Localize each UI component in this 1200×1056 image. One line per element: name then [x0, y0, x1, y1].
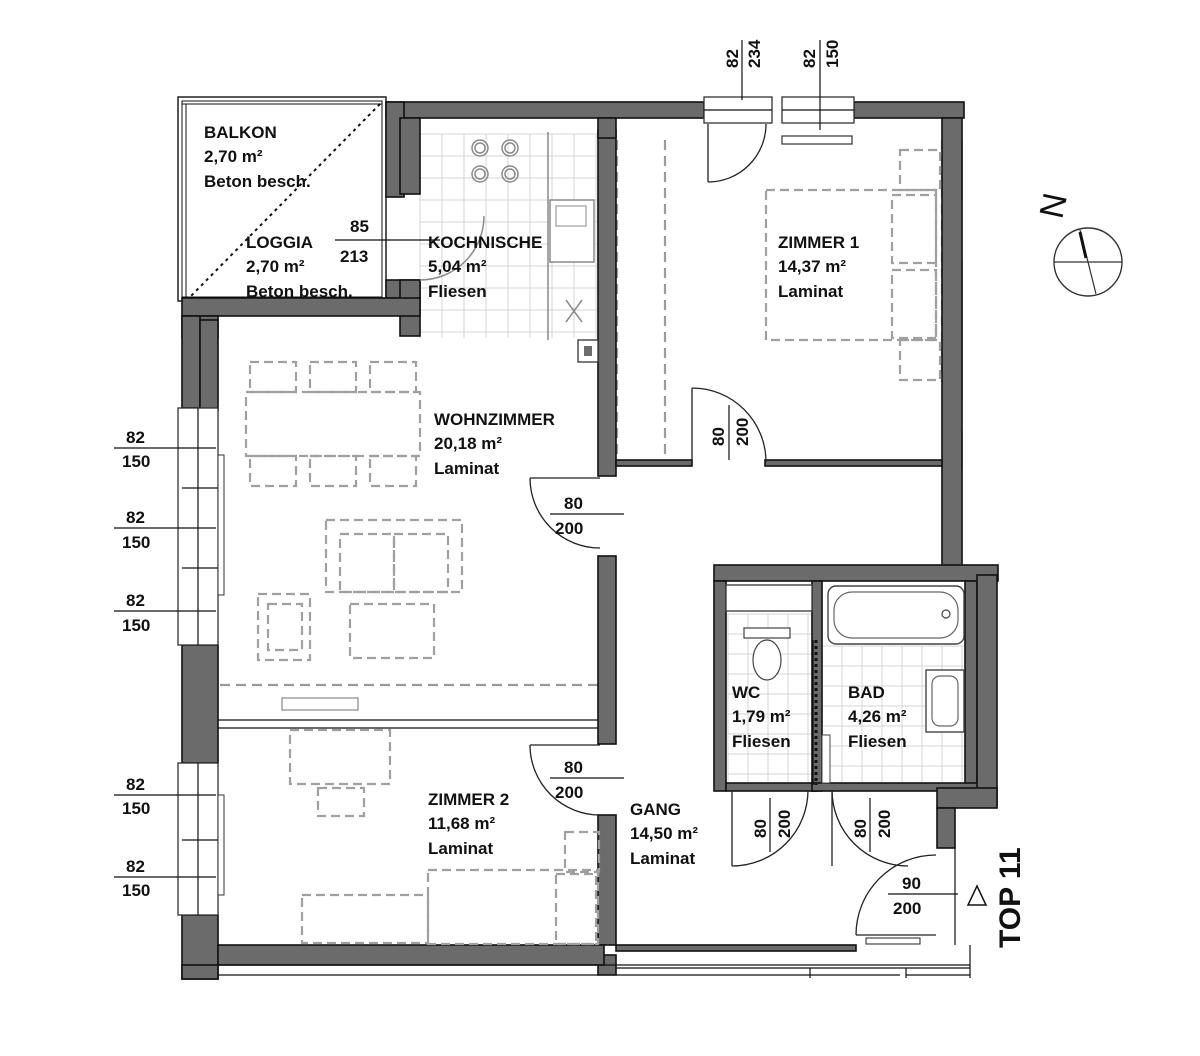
- dim-loggia-door: 85 213: [335, 217, 440, 266]
- unit-label: TOP 11: [994, 847, 1027, 948]
- svg-text:Laminat: Laminat: [434, 459, 500, 478]
- svg-text:80: 80: [851, 819, 870, 838]
- svg-text:82: 82: [126, 591, 145, 610]
- svg-text:Fliesen: Fliesen: [848, 732, 907, 751]
- svg-text:Fliesen: Fliesen: [428, 282, 487, 301]
- dim-west-window-5: 82 150: [114, 857, 216, 900]
- svg-text:20,18 m²: 20,18 m²: [434, 434, 502, 453]
- svg-text:14,50 m²: 14,50 m²: [630, 824, 698, 843]
- svg-text:200: 200: [555, 783, 583, 802]
- room-labels: BALKON 2,70 m² Beton besch. LOGGIA 2,70 …: [204, 123, 907, 868]
- svg-text:82: 82: [800, 49, 819, 68]
- svg-text:82: 82: [126, 508, 145, 527]
- svg-text:Fliesen: Fliesen: [732, 732, 791, 751]
- dim-top-window-1: 82 234: [723, 39, 764, 100]
- svg-text:ZIMMER 1: ZIMMER 1: [778, 233, 859, 252]
- svg-text:150: 150: [122, 533, 150, 552]
- svg-text:200: 200: [875, 810, 894, 838]
- room-kochnische: KOCHNISCHE 5,04 m² Fliesen: [428, 233, 542, 301]
- svg-text:82: 82: [126, 857, 145, 876]
- svg-text:200: 200: [893, 899, 921, 918]
- svg-text:KOCHNISCHE: KOCHNISCHE: [428, 233, 542, 252]
- dimension-labels: 82 234 82 150 85 213 82 150 82 150 82 1: [114, 39, 958, 918]
- svg-text:82: 82: [126, 775, 145, 794]
- svg-text:1,79 m²: 1,79 m²: [732, 707, 791, 726]
- dim-door-entry: 90 200: [888, 874, 958, 918]
- svg-text:ZIMMER 2: ZIMMER 2: [428, 790, 509, 809]
- room-loggia: LOGGIA 2,70 m² Beton besch.: [246, 233, 353, 301]
- svg-text:80: 80: [564, 494, 583, 513]
- svg-text:LOGGIA: LOGGIA: [246, 233, 313, 252]
- north-label: N: [1033, 190, 1075, 222]
- room-wohnzimmer: WOHNZIMMER 20,18 m² Laminat: [434, 410, 555, 478]
- svg-text:Laminat: Laminat: [630, 849, 696, 868]
- svg-text:2,70 m²: 2,70 m²: [246, 257, 305, 276]
- svg-text:Beton besch.: Beton besch.: [246, 282, 353, 301]
- svg-text:GANG: GANG: [630, 800, 681, 819]
- furniture: [244, 148, 942, 946]
- svg-text:150: 150: [122, 452, 150, 471]
- dim-west-window-1: 82 150: [114, 428, 216, 471]
- svg-text:200: 200: [775, 810, 794, 838]
- dim-top-window-2: 82 150: [800, 40, 842, 130]
- svg-text:Laminat: Laminat: [428, 839, 494, 858]
- svg-text:80: 80: [709, 427, 728, 446]
- balcony: [177, 96, 387, 302]
- doors: [419, 123, 937, 945]
- dim-door-zimmer2: 80 200: [550, 758, 624, 802]
- kitchen-fixtures: [471, 132, 599, 363]
- svg-text:BAD: BAD: [848, 683, 885, 702]
- svg-text:4,26 m²: 4,26 m²: [848, 707, 907, 726]
- room-balkon: BALKON 2,70 m² Beton besch.: [204, 123, 311, 191]
- svg-text:150: 150: [122, 616, 150, 635]
- svg-text:BALKON: BALKON: [204, 123, 277, 142]
- svg-text:213: 213: [340, 247, 368, 266]
- svg-text:5,04 m²: 5,04 m²: [428, 257, 487, 276]
- svg-text:200: 200: [555, 519, 583, 538]
- bath-fixtures: [725, 584, 965, 785]
- dim-door-wc: 80 200: [751, 798, 794, 852]
- svg-text:14,37 m²: 14,37 m²: [778, 257, 846, 276]
- dim-door-bad: 80 200: [851, 798, 894, 852]
- svg-text:150: 150: [122, 799, 150, 818]
- dim-west-window-4: 82 150: [114, 775, 216, 818]
- svg-text:234: 234: [745, 39, 764, 68]
- svg-text:200: 200: [733, 418, 752, 446]
- svg-text:80: 80: [564, 758, 583, 777]
- room-bad: BAD 4,26 m² Fliesen: [848, 683, 907, 751]
- dim-door-wohnzimmer: 80 200: [550, 494, 624, 538]
- dim-west-window-3: 82 150: [114, 591, 216, 635]
- unit-marker: TOP 11: [966, 847, 1027, 948]
- svg-text:85: 85: [350, 217, 369, 236]
- svg-text:80: 80: [751, 819, 770, 838]
- dim-west-window-2: 82 150: [114, 508, 216, 552]
- svg-text:Beton besch.: Beton besch.: [204, 172, 311, 191]
- room-gang: GANG 14,50 m² Laminat: [630, 800, 698, 868]
- svg-text:82: 82: [126, 428, 145, 447]
- svg-text:150: 150: [122, 881, 150, 900]
- svg-text:2,70 m²: 2,70 m²: [204, 147, 263, 166]
- room-wc: WC 1,79 m² Fliesen: [732, 683, 791, 751]
- svg-text:90: 90: [902, 874, 921, 893]
- svg-text:WC: WC: [732, 683, 760, 702]
- svg-text:82: 82: [723, 49, 742, 68]
- svg-text:WOHNZIMMER: WOHNZIMMER: [434, 410, 555, 429]
- svg-text:11,68 m²: 11,68 m²: [428, 814, 495, 833]
- room-zimmer1: ZIMMER 1 14,37 m² Laminat: [778, 233, 859, 301]
- svg-text:150: 150: [823, 40, 842, 68]
- room-zimmer2: ZIMMER 2 11,68 m² Laminat: [428, 790, 509, 858]
- svg-text:Laminat: Laminat: [778, 282, 844, 301]
- dim-door-zimmer1: 80 200: [709, 405, 752, 460]
- walls: [181, 101, 999, 980]
- north-arrow: N: [1033, 190, 1123, 297]
